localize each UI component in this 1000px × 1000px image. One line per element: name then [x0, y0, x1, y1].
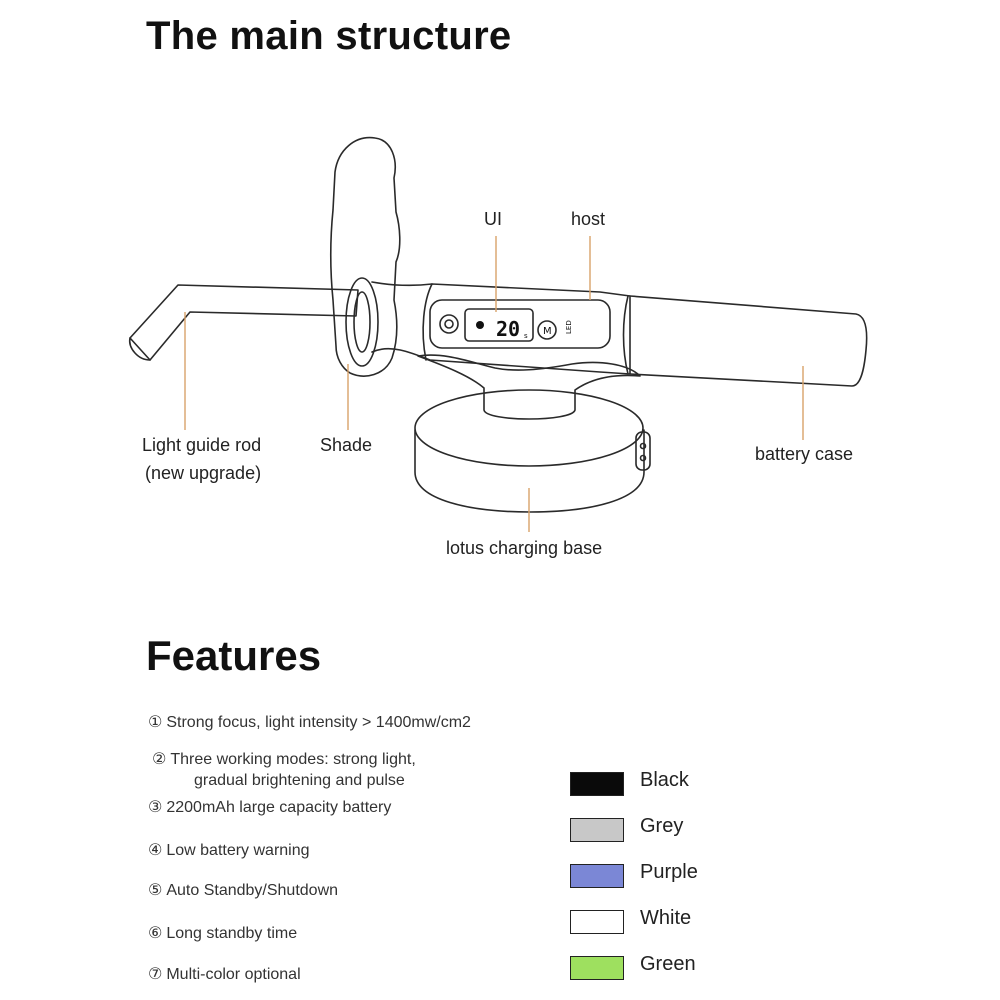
battery-case — [629, 295, 868, 387]
label-host: host — [571, 209, 606, 229]
label-shade: Shade — [320, 435, 373, 455]
charging-base-top — [414, 389, 644, 467]
led-dot-icon — [476, 321, 484, 329]
ui-panel — [429, 299, 611, 349]
mode-letter: M — [543, 326, 552, 337]
label-light-guide-1: Light guide rod — [142, 435, 262, 455]
label-ui: UI — [484, 209, 502, 229]
lotus-cradle — [417, 354, 641, 420]
led-label: LED — [565, 320, 573, 334]
shade-collar — [345, 277, 379, 367]
screen-digits: 20 — [496, 317, 520, 341]
base-button — [635, 431, 651, 471]
power-button-icon — [439, 314, 459, 334]
host-body — [371, 281, 631, 375]
color-swatch — [570, 818, 624, 842]
color-swatch — [570, 910, 624, 934]
screen-unit: s — [524, 332, 528, 340]
mode-button-icon — [537, 320, 557, 340]
curing-light-diagram: 20 s M LED — [128, 136, 868, 532]
label-battery-case: battery case — [755, 444, 854, 464]
color-swatch — [570, 772, 624, 796]
structure-title: The main structure — [146, 14, 512, 58]
label-light-guide-2: (new upgrade) — [145, 463, 262, 483]
color-swatch — [570, 864, 624, 888]
shade-disc — [329, 136, 401, 377]
color-swatch — [570, 956, 624, 980]
features-title: Features — [146, 632, 322, 679]
label-charging-base: lotus charging base — [446, 538, 603, 558]
charging-base — [414, 429, 645, 513]
light-guide-rod — [129, 284, 359, 361]
